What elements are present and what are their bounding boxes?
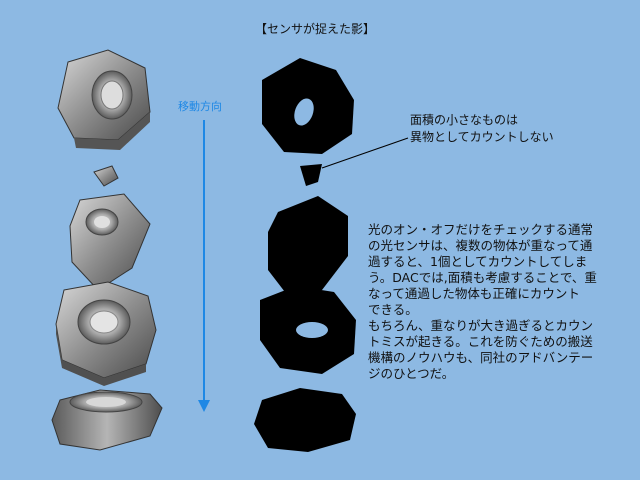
nut-1 [57, 49, 151, 150]
description-line: 過すると、1個としてカウントしてしま [368, 254, 588, 269]
description-line: なって通過した物体も正確にカウント [368, 286, 580, 301]
small-object-note: 面積の小さなものは 異物としてカウントしない [410, 112, 554, 146]
description-text: 光のオン・オフだけをチェックする通常 の光センサは、複数の物体が重なって通 過す… [368, 222, 638, 382]
direction-label: 移動方向 [178, 100, 222, 113]
shadow-1 [262, 58, 354, 154]
note-leader-line [321, 137, 409, 169]
debris-fragment [93, 165, 119, 187]
description-line: の光センサは、複数の物体が重なって通 [368, 238, 593, 253]
movement-arrow [198, 120, 210, 412]
shadow-fragment [300, 164, 322, 186]
note-line: 面積の小さなものは [410, 113, 519, 127]
description-line: できる。 [368, 302, 418, 317]
nut-2 [69, 193, 151, 291]
shadow-4 [254, 388, 356, 452]
description-line: もちろん、重なりが大き過ぎるとカウン [368, 318, 594, 333]
shadow-2 [268, 196, 348, 296]
description-line: う。DACでは,面積も考慮することで、重 [368, 270, 597, 285]
description-line: 光のオン・オフだけをチェックする通常 [368, 222, 594, 237]
nut-3 [55, 281, 157, 386]
description-line: ジのひとつだ。 [368, 366, 455, 381]
nut-4 [51, 389, 163, 451]
shadow-3 [260, 286, 356, 374]
diagram-title: 【センサが捉えた影】 [255, 22, 376, 36]
note-line: 異物としてカウントしない [410, 130, 554, 144]
description-line: トミスが起きる。これを防ぐための搬送 [368, 334, 593, 349]
description-line: 機構のノウハウも、同社のアドバンテー [368, 350, 594, 365]
